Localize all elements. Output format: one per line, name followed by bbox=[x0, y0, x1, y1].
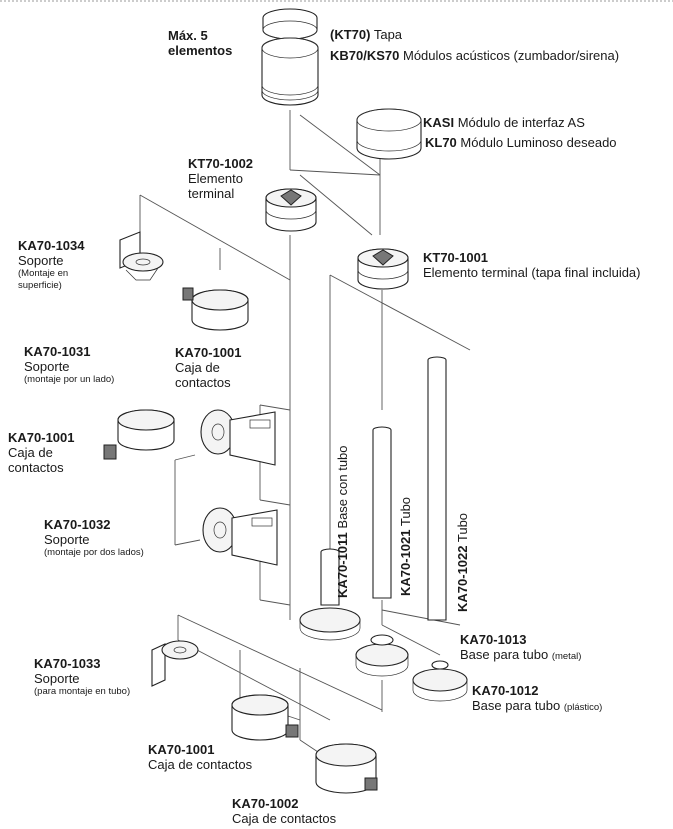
bracket-two-side-1032 bbox=[202, 507, 278, 566]
label-kt70-1002: KT70-1002 Elemento terminal bbox=[188, 156, 254, 201]
base-with-tube-1011 bbox=[299, 548, 361, 641]
label-ka70-1001-top: KA70-1001 Caja de contactos bbox=[175, 345, 242, 390]
label-ka70-1011: KA70-1011 Base con tubo bbox=[335, 445, 350, 598]
label-ka70-1002: KA70-1002 Caja de contactos bbox=[232, 796, 337, 826]
label-kt70: (KT70) Tapa bbox=[330, 27, 403, 42]
label-ka70-1012: KA70-1012 Base para tubo (plástico) bbox=[472, 683, 603, 713]
label-ka70-1001-left: KA70-1001 Caja de contactos bbox=[8, 430, 75, 475]
label-kasi: KASI Módulo de interfaz AS bbox=[423, 115, 585, 130]
label-kt70-1001: KT70-1001 Elemento terminal (tapa final … bbox=[423, 250, 641, 280]
tube-1022 bbox=[427, 356, 447, 621]
label-kl70: KL70 Módulo Luminoso deseado bbox=[425, 135, 617, 150]
contact-box-top bbox=[182, 287, 249, 331]
plastic-base-1012 bbox=[412, 660, 468, 702]
bracket-surface-1034 bbox=[119, 231, 164, 281]
label-kb70: KB70/KS70 Módulos acústicos (zumbador/si… bbox=[330, 48, 620, 63]
bracket-one-side-1031 bbox=[200, 409, 276, 466]
label-ka70-1032: KA70-1032 Soporte (montaje por dos lados… bbox=[44, 517, 144, 558]
contact-box-bottom bbox=[231, 694, 299, 741]
terminal-element-1002 bbox=[265, 188, 317, 232]
contact-box-left bbox=[103, 409, 175, 460]
cap-and-acoustic-module bbox=[261, 8, 319, 106]
label-ka70-1022: KA70-1022 Tubo bbox=[455, 512, 470, 612]
label-ka70-1033: KA70-1033 Soporte (para montaje en tubo) bbox=[34, 656, 131, 697]
label-ka70-1034: KA70-1034 Soporte (Montaje en superficie… bbox=[18, 238, 85, 291]
terminal-element-1001 bbox=[357, 248, 409, 290]
label-ka70-1031: KA70-1031 Soporte (montaje por un lado) bbox=[24, 344, 115, 385]
max-elements-label: Máx. 5 elementos bbox=[168, 28, 233, 58]
interface-and-light-module bbox=[356, 108, 422, 160]
contact-box-1002 bbox=[315, 743, 378, 794]
bracket-tube-1033 bbox=[151, 640, 199, 687]
metal-base-1013 bbox=[355, 634, 409, 677]
tube-1021 bbox=[372, 426, 392, 599]
label-ka70-1021: KA70-1021 Tubo bbox=[398, 496, 413, 596]
label-ka70-1013: KA70-1013 Base para tubo (metal) bbox=[460, 632, 582, 662]
label-ka70-1001-bottom: KA70-1001 Caja de contactos bbox=[148, 742, 253, 772]
